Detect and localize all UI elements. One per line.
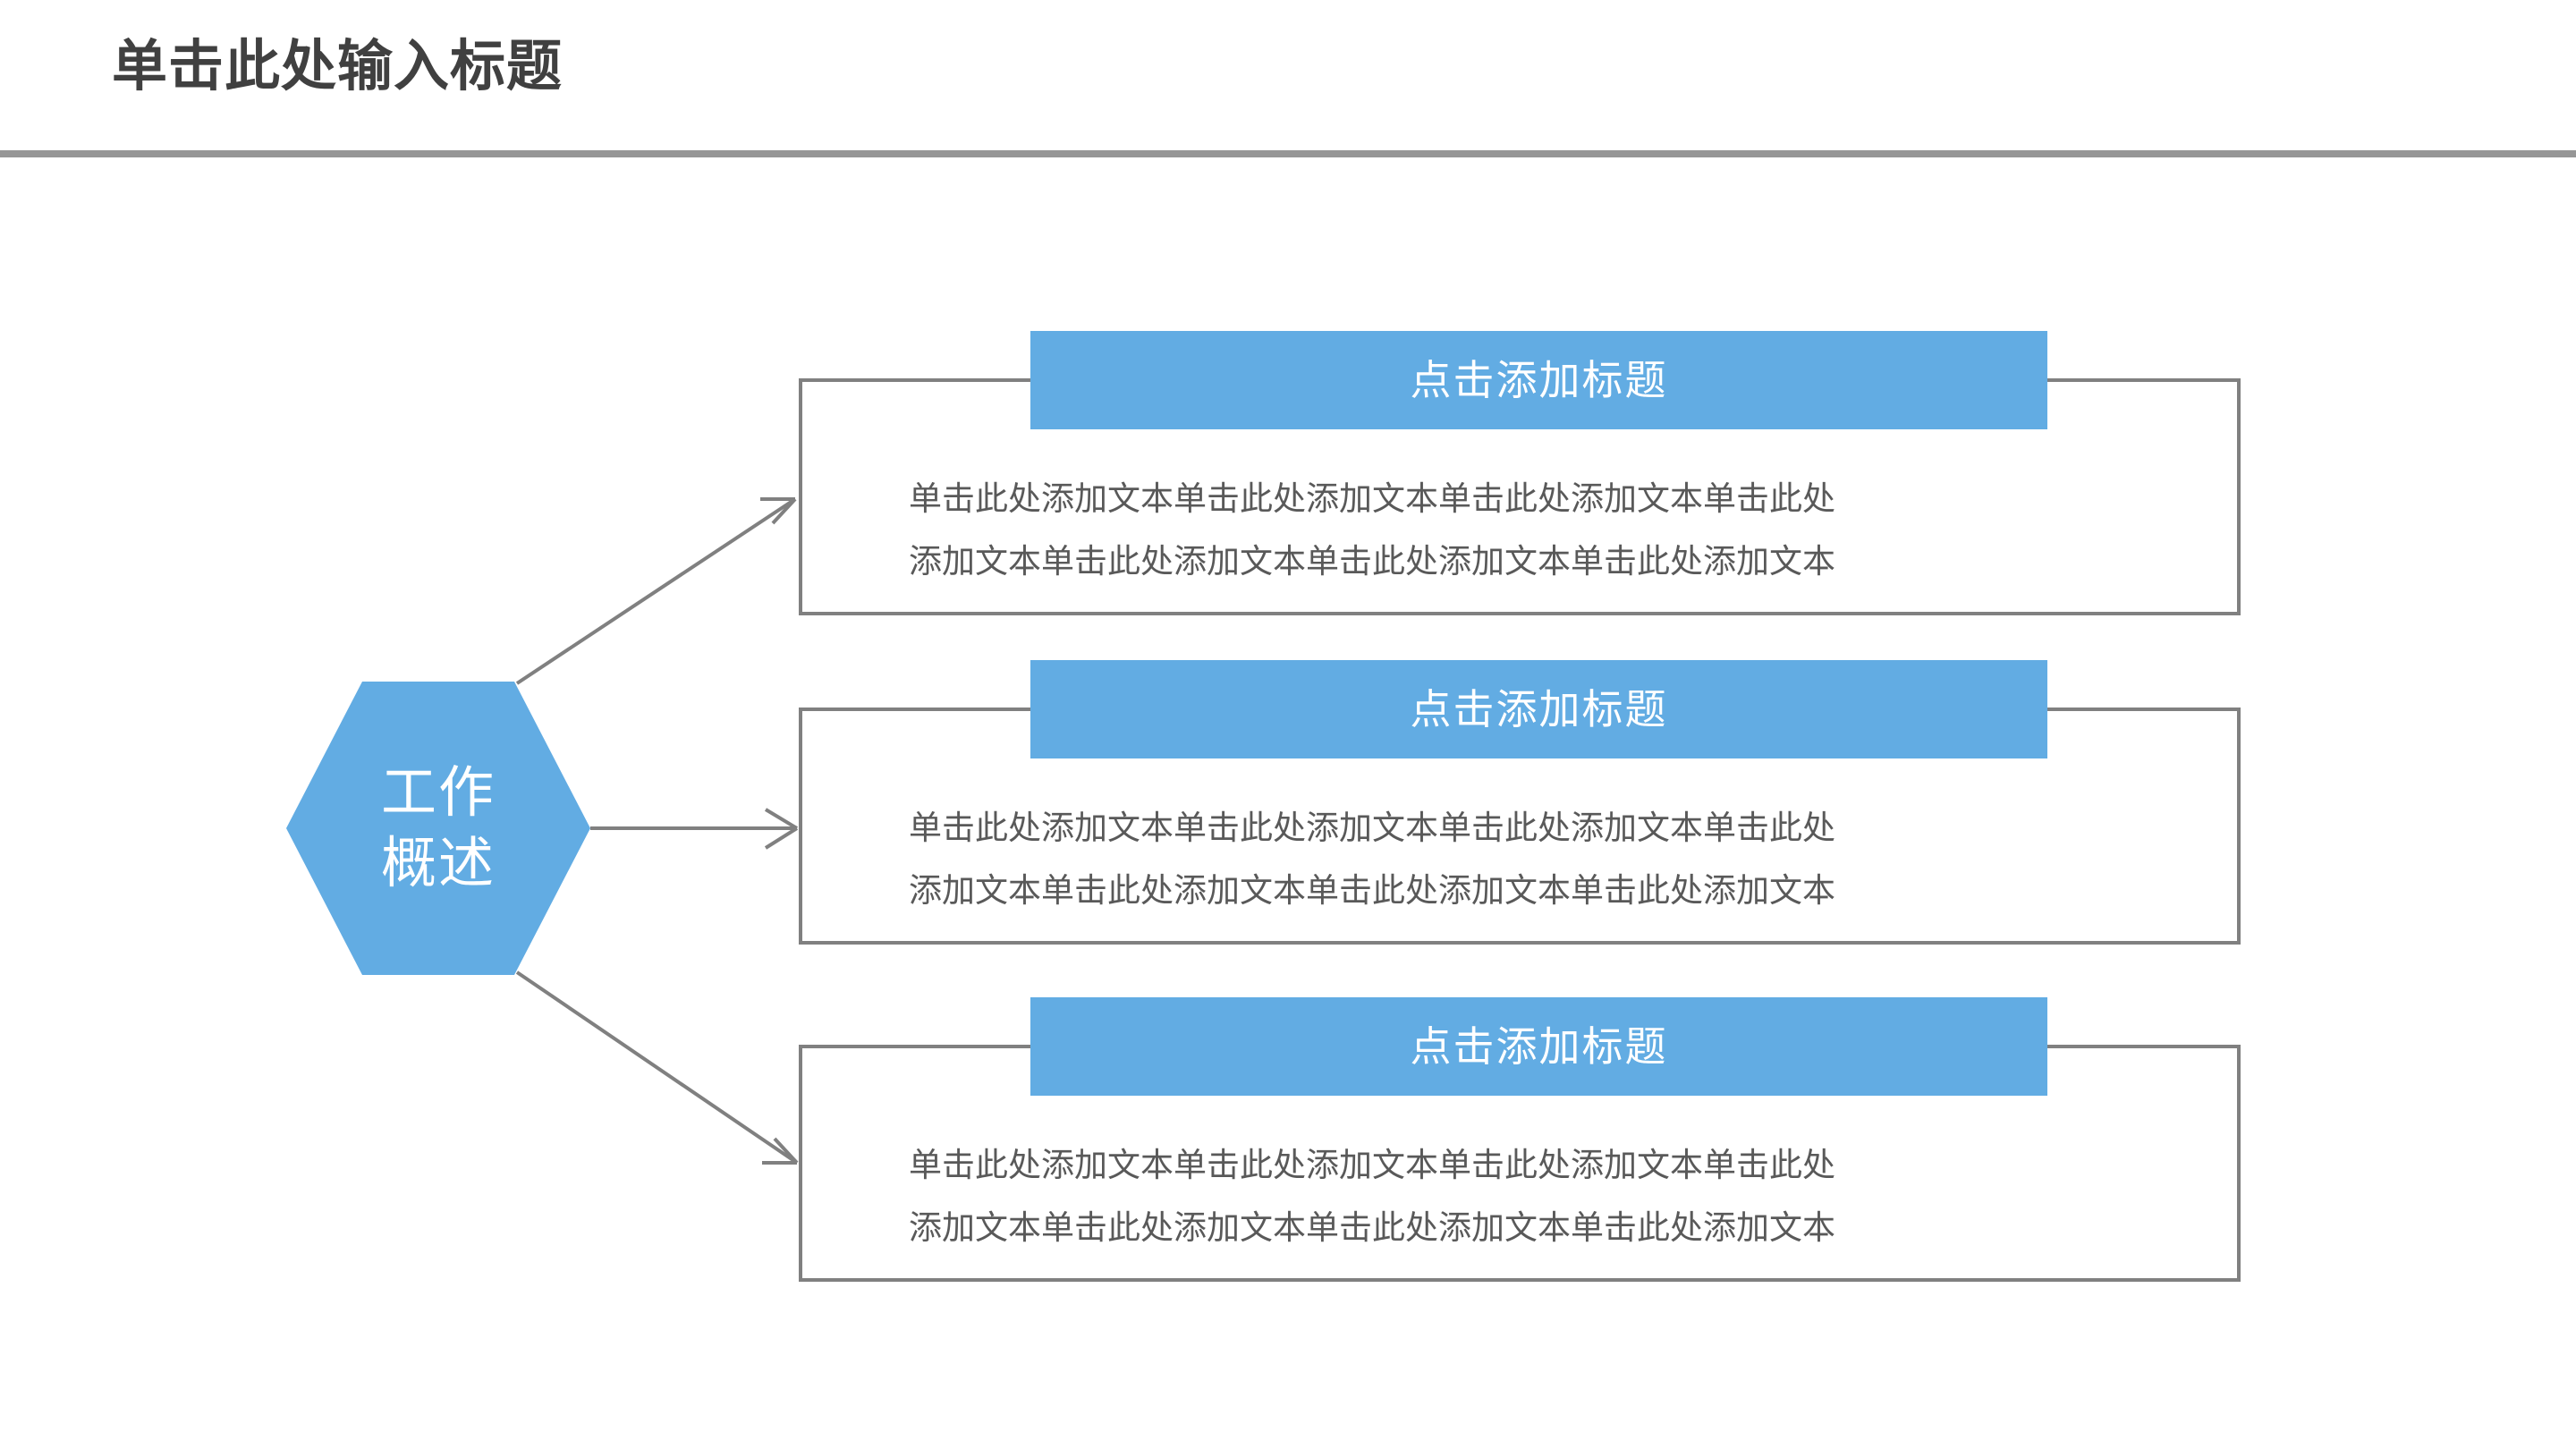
hub-label-line-1: 工作 bbox=[380, 761, 496, 824]
hexagon-shape bbox=[286, 682, 590, 975]
hub-label: 工作 概述 bbox=[286, 682, 590, 975]
body-text-3[interactable]: 单击此处添加文本单击此处添加文本单击此处添加文本单击此处 添加文本单击此处添加文… bbox=[909, 1134, 2179, 1259]
hub-hexagon[interactable]: 工作 概述 bbox=[286, 682, 590, 975]
banner-title-3: 点击添加标题 bbox=[1410, 1023, 1668, 1070]
connector-to-row-1 bbox=[515, 497, 797, 685]
body-line-1-1: 单击此处添加文本单击此处添加文本单击此处添加文本单击此处 bbox=[909, 480, 1835, 517]
title-divider bbox=[0, 150, 2576, 157]
connector-to-row-3 bbox=[515, 970, 799, 1165]
connector-to-row-2 bbox=[590, 808, 799, 850]
banner-title-1: 点击添加标题 bbox=[1410, 357, 1668, 403]
body-text-2[interactable]: 单击此处添加文本单击此处添加文本单击此处添加文本单击此处 添加文本单击此处添加文… bbox=[909, 797, 2179, 922]
banner-1[interactable]: 点击添加标题 bbox=[1030, 331, 2047, 429]
body-line-3-1: 单击此处添加文本单击此处添加文本单击此处添加文本单击此处 bbox=[909, 1147, 1835, 1183]
hub-label-line-2: 概述 bbox=[380, 833, 496, 894]
body-line-1-2: 添加文本单击此处添加文本单击此处添加文本单击此处添加文本 bbox=[909, 543, 1835, 580]
body-line-2-1: 单击此处添加文本单击此处添加文本单击此处添加文本单击此处 bbox=[909, 809, 1835, 846]
body-line-2-2: 添加文本单击此处添加文本单击此处添加文本单击此处添加文本 bbox=[909, 872, 1835, 909]
banner-title-2: 点击添加标题 bbox=[1410, 686, 1668, 733]
body-line-3-2: 添加文本单击此处添加文本单击此处添加文本单击此处添加文本 bbox=[909, 1209, 1835, 1246]
body-text-1[interactable]: 单击此处添加文本单击此处添加文本单击此处添加文本单击此处 添加文本单击此处添加文… bbox=[909, 468, 2179, 593]
page-title[interactable]: 单击此处输入标题 bbox=[112, 36, 564, 97]
banner-3[interactable]: 点击添加标题 bbox=[1030, 997, 2047, 1096]
banner-2[interactable]: 点击添加标题 bbox=[1030, 660, 2047, 758]
